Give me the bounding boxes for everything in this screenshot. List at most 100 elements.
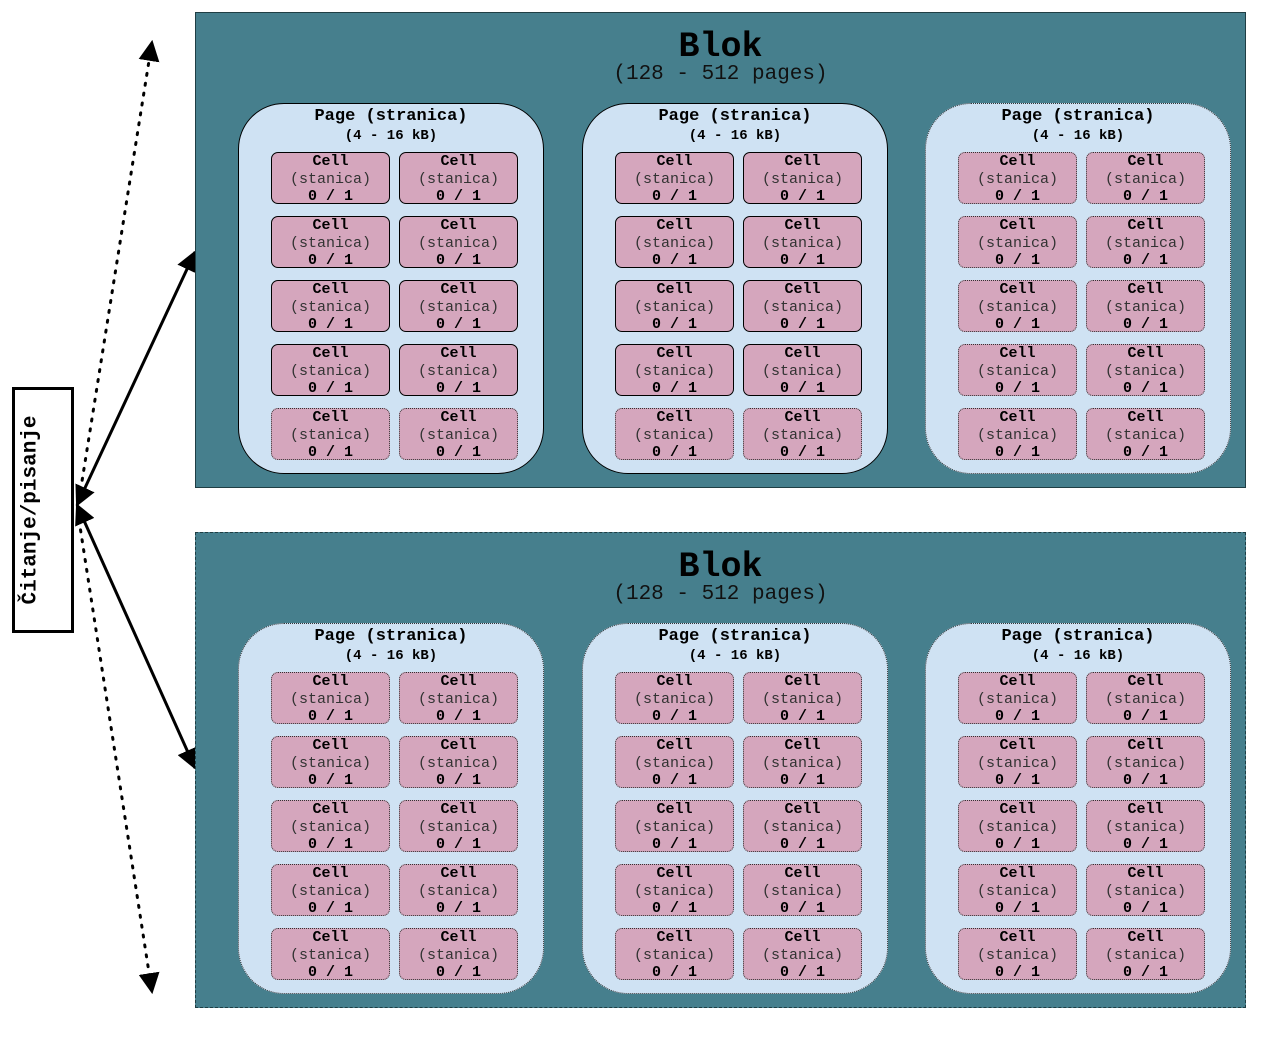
cell-value: 0 / 1 bbox=[307, 444, 353, 461]
cell-name: Cell bbox=[784, 281, 821, 298]
page-size: (4 - 16 kB) bbox=[1031, 128, 1125, 144]
cell: Cell(stanica)0 / 1 bbox=[958, 152, 1077, 205]
arrow-to-block-1 bbox=[75, 250, 197, 507]
block-2: Blok(128 - 512 pages)Page (stranica)(4 -… bbox=[195, 532, 1246, 1008]
cell: Cell(stanica)0 / 1 bbox=[271, 344, 390, 397]
cell-name: Cell bbox=[784, 409, 821, 426]
dotted-arrow-up bbox=[77, 39, 160, 502]
cell: Cell(stanica)0 / 1 bbox=[958, 216, 1077, 269]
cell: Cell(stanica)0 / 1 bbox=[958, 408, 1077, 461]
cell-name: Cell bbox=[656, 281, 693, 298]
cell-subtitle: (stanica) bbox=[761, 171, 843, 188]
cell-subtitle: (stanica) bbox=[633, 171, 715, 188]
cell-name: Cell bbox=[1127, 737, 1164, 754]
cell-subtitle: (stanica) bbox=[633, 363, 715, 380]
cell-subtitle: (stanica) bbox=[1104, 299, 1186, 316]
cell: Cell(stanica)0 / 1 bbox=[1086, 344, 1205, 397]
cell-value: 0 / 1 bbox=[1122, 444, 1168, 461]
page-1: Page (stranica)(4 - 16 kB)Cell(stanica)0… bbox=[238, 103, 544, 474]
cell-value: 0 / 1 bbox=[435, 380, 481, 397]
cell: Cell(stanica)0 / 1 bbox=[743, 408, 862, 461]
cell-value: 0 / 1 bbox=[307, 708, 353, 725]
cell-name: Cell bbox=[784, 737, 821, 754]
cell-value: 0 / 1 bbox=[435, 900, 481, 917]
block-title: Blok bbox=[678, 27, 763, 67]
cell-value: 0 / 1 bbox=[994, 316, 1040, 333]
cell: Cell(stanica)0 / 1 bbox=[743, 280, 862, 333]
cell-name: Cell bbox=[784, 217, 821, 234]
cell-subtitle: (stanica) bbox=[289, 883, 371, 900]
cell: Cell(stanica)0 / 1 bbox=[399, 344, 518, 397]
cell-name: Cell bbox=[999, 409, 1036, 426]
cell-name: Cell bbox=[440, 153, 477, 170]
cell: Cell(stanica)0 / 1 bbox=[958, 280, 1077, 333]
cell-value: 0 / 1 bbox=[1122, 252, 1168, 269]
cell-subtitle: (stanica) bbox=[289, 235, 371, 252]
cell-name: Cell bbox=[312, 409, 349, 426]
block-title: Blok bbox=[678, 547, 763, 587]
cell-subtitle: (stanica) bbox=[633, 947, 715, 964]
cell-value: 0 / 1 bbox=[651, 188, 697, 205]
cell: Cell(stanica)0 / 1 bbox=[1086, 800, 1205, 853]
cell-name: Cell bbox=[1127, 409, 1164, 426]
cell-name: Cell bbox=[656, 345, 693, 362]
cell: Cell(stanica)0 / 1 bbox=[615, 736, 734, 789]
cell: Cell(stanica)0 / 1 bbox=[958, 672, 1077, 725]
cell-subtitle: (stanica) bbox=[1104, 947, 1186, 964]
cell-name: Cell bbox=[656, 153, 693, 170]
cell: Cell(stanica)0 / 1 bbox=[271, 672, 390, 725]
cell-subtitle: (stanica) bbox=[976, 691, 1058, 708]
cell-name: Cell bbox=[440, 865, 477, 882]
cell: Cell(stanica)0 / 1 bbox=[958, 864, 1077, 917]
cell-name: Cell bbox=[440, 217, 477, 234]
cell-value: 0 / 1 bbox=[779, 444, 825, 461]
cell-value: 0 / 1 bbox=[651, 380, 697, 397]
cell-value: 0 / 1 bbox=[1122, 188, 1168, 205]
cell-name: Cell bbox=[312, 673, 349, 690]
page-size: (4 - 16 kB) bbox=[688, 648, 782, 664]
cell-value: 0 / 1 bbox=[435, 772, 481, 789]
cell: Cell(stanica)0 / 1 bbox=[399, 672, 518, 725]
cell-name: Cell bbox=[784, 801, 821, 818]
cell-value: 0 / 1 bbox=[994, 188, 1040, 205]
cell-subtitle: (stanica) bbox=[289, 427, 371, 444]
cell-subtitle: (stanica) bbox=[417, 427, 499, 444]
cell-subtitle: (stanica) bbox=[633, 755, 715, 772]
cell-subtitle: (stanica) bbox=[761, 691, 843, 708]
cell: Cell(stanica)0 / 1 bbox=[1086, 928, 1205, 981]
cell-value: 0 / 1 bbox=[779, 252, 825, 269]
page-title: Page (stranica) bbox=[1001, 107, 1155, 126]
cell-subtitle: (stanica) bbox=[976, 883, 1058, 900]
cell: Cell(stanica)0 / 1 bbox=[1086, 672, 1205, 725]
cell-name: Cell bbox=[312, 737, 349, 754]
cell-value: 0 / 1 bbox=[994, 380, 1040, 397]
cell-name: Cell bbox=[1127, 281, 1164, 298]
page-3: Page (stranica)(4 - 16 kB)Cell(stanica)0… bbox=[925, 623, 1231, 994]
cell: Cell(stanica)0 / 1 bbox=[399, 216, 518, 269]
cell-name: Cell bbox=[999, 217, 1036, 234]
cell-value: 0 / 1 bbox=[307, 836, 353, 853]
page-3: Page (stranica)(4 - 16 kB)Cell(stanica)0… bbox=[925, 103, 1231, 474]
cell-value: 0 / 1 bbox=[651, 252, 697, 269]
cell-name: Cell bbox=[999, 929, 1036, 946]
cell-name: Cell bbox=[1127, 153, 1164, 170]
cell: Cell(stanica)0 / 1 bbox=[743, 928, 862, 981]
cell-value: 0 / 1 bbox=[307, 380, 353, 397]
page-1: Page (stranica)(4 - 16 kB)Cell(stanica)0… bbox=[238, 623, 544, 994]
cell-name: Cell bbox=[999, 345, 1036, 362]
cell-value: 0 / 1 bbox=[307, 188, 353, 205]
cell: Cell(stanica)0 / 1 bbox=[271, 216, 390, 269]
cell-value: 0 / 1 bbox=[779, 772, 825, 789]
page-size: (4 - 16 kB) bbox=[688, 128, 782, 144]
read-write-label: Čitanje/pisanje bbox=[19, 415, 43, 605]
cell-subtitle: (stanica) bbox=[976, 171, 1058, 188]
cell-subtitle: (stanica) bbox=[761, 299, 843, 316]
cell-name: Cell bbox=[312, 865, 349, 882]
cell-subtitle: (stanica) bbox=[289, 363, 371, 380]
cell-subtitle: (stanica) bbox=[976, 299, 1058, 316]
cell-subtitle: (stanica) bbox=[289, 819, 371, 836]
cell: Cell(stanica)0 / 1 bbox=[615, 344, 734, 397]
cell-value: 0 / 1 bbox=[1122, 316, 1168, 333]
cell-name: Cell bbox=[656, 673, 693, 690]
